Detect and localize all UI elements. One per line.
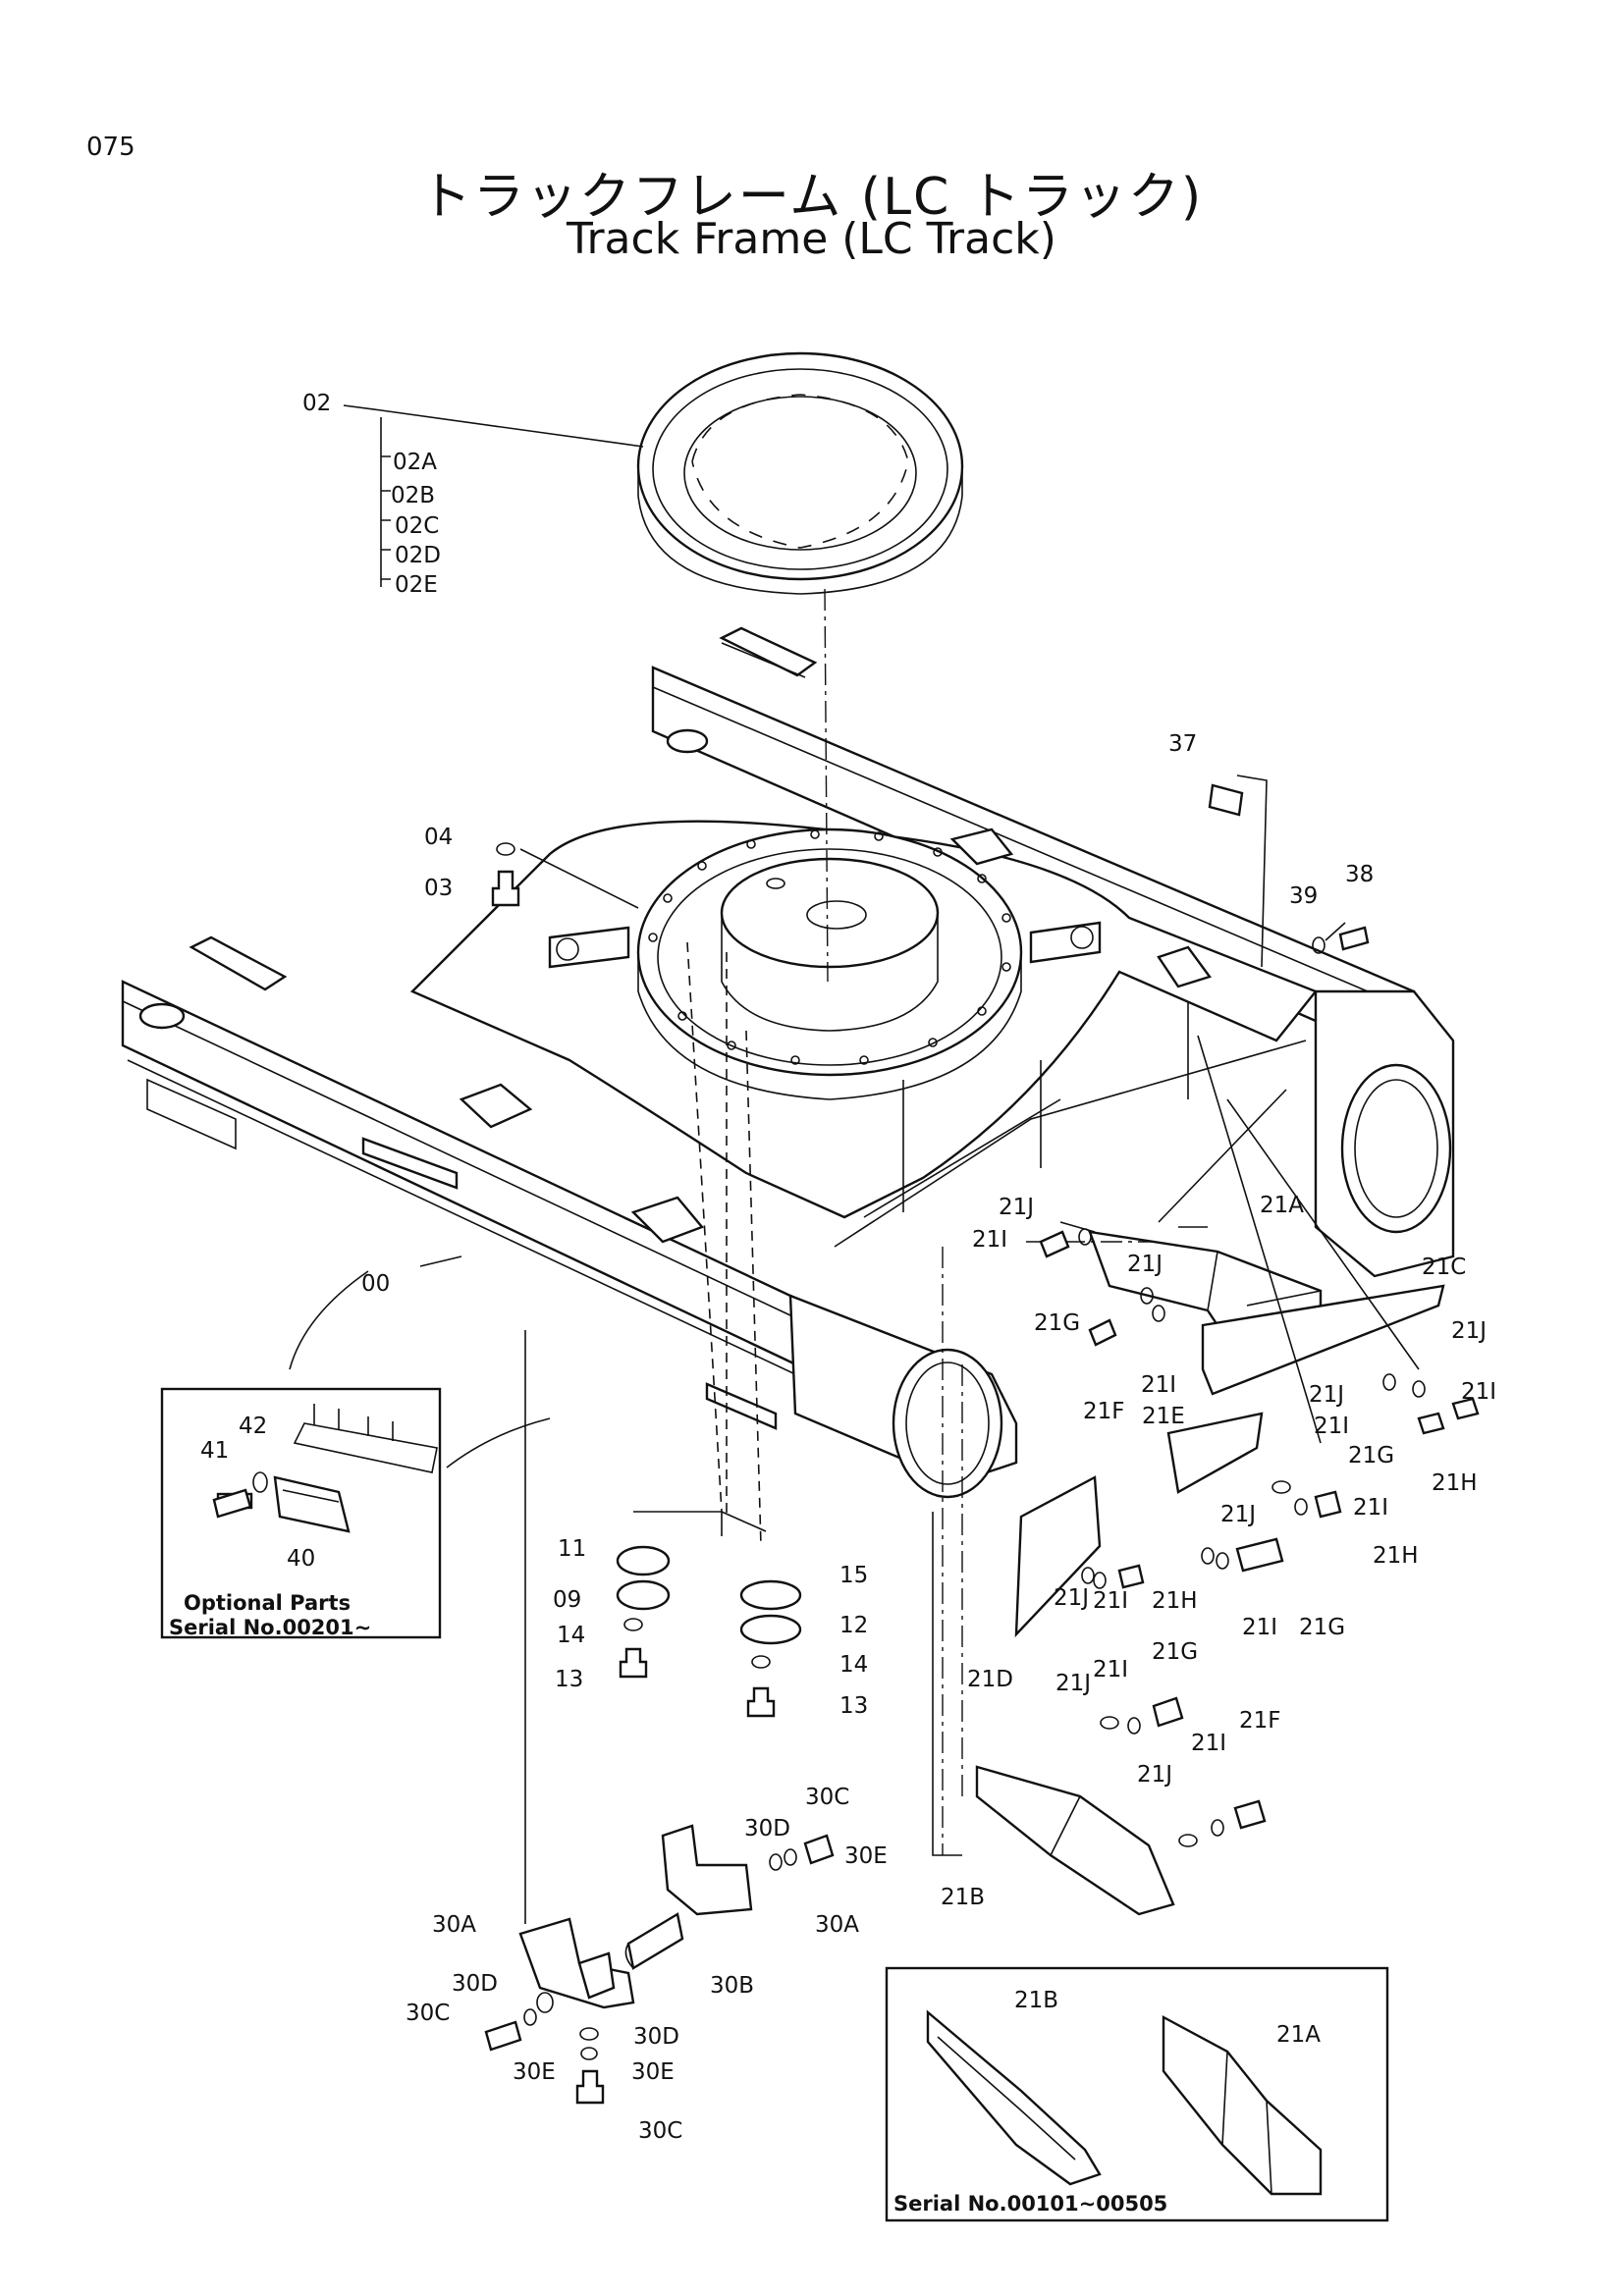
optional-parts-caption: Optional Parts bbox=[184, 1591, 351, 1615]
label-21e: 21E bbox=[1142, 1404, 1185, 1429]
label-30e-c: 30E bbox=[631, 2059, 675, 2085]
label-30c-a: 30C bbox=[805, 1785, 849, 1810]
label-21g-c: 21G bbox=[1299, 1615, 1345, 1640]
label-21i-g: 21I bbox=[1242, 1615, 1277, 1640]
label-14b: 14 bbox=[839, 1652, 868, 1678]
label-21j-c: 21J bbox=[1451, 1318, 1487, 1344]
label-39: 39 bbox=[1289, 883, 1318, 909]
label-21j-a: 21J bbox=[999, 1195, 1034, 1220]
label-42: 42 bbox=[239, 1414, 267, 1439]
label-21j-b: 21J bbox=[1127, 1252, 1163, 1277]
label-30e-b: 30E bbox=[513, 2059, 556, 2085]
label-21f-a: 21F bbox=[1083, 1399, 1125, 1424]
label-30d-a: 30D bbox=[744, 1816, 790, 1842]
inset-label-21a: 21A bbox=[1276, 2022, 1321, 2048]
label-13a: 13 bbox=[555, 1667, 583, 1692]
label-21i-h: 21I bbox=[1093, 1657, 1128, 1682]
label-21g-a: 21G bbox=[1034, 1310, 1080, 1336]
label-21i-f: 21I bbox=[1093, 1588, 1128, 1614]
label-37: 37 bbox=[1168, 731, 1197, 757]
leader-lines bbox=[343, 404, 1346, 1924]
label-21b: 21B bbox=[941, 1885, 985, 1910]
swing-bearing-02 bbox=[636, 351, 964, 595]
label-11: 11 bbox=[558, 1536, 586, 1562]
serial-inset: Serial No.00101∼00505 bbox=[885, 1966, 1389, 2222]
label-40: 40 bbox=[287, 1546, 315, 1572]
label-21j-e: 21J bbox=[1220, 1502, 1256, 1527]
label-14a: 14 bbox=[557, 1623, 585, 1648]
label-09: 09 bbox=[553, 1587, 581, 1613]
label-21i-c: 21I bbox=[1461, 1379, 1496, 1405]
label-21h-a: 21H bbox=[1432, 1470, 1478, 1496]
label-13b: 13 bbox=[839, 1693, 868, 1719]
label-00: 00 bbox=[361, 1271, 390, 1297]
track-frame-body-00 bbox=[121, 588, 1455, 1499]
inset-label-21b: 21B bbox=[1014, 1988, 1058, 2013]
label-15: 15 bbox=[839, 1563, 868, 1588]
label-21i-d: 21I bbox=[1314, 1414, 1349, 1439]
label-02e: 02E bbox=[395, 572, 438, 598]
label-21i-e: 21I bbox=[1353, 1495, 1388, 1521]
deck-bolt-holes bbox=[648, 829, 1011, 1065]
label-21i-a: 21I bbox=[972, 1227, 1007, 1253]
part-labels: 02 02A 02B 02C 02D 02E 04 03 37 38 39 00… bbox=[200, 391, 1496, 2144]
label-21g-b: 21G bbox=[1348, 1443, 1394, 1468]
label-21h-c: 21H bbox=[1152, 1588, 1198, 1614]
label-02d: 02D bbox=[395, 543, 441, 568]
label-21g-d: 21G bbox=[1152, 1639, 1198, 1665]
label-21f-b: 21F bbox=[1239, 1708, 1281, 1734]
label-30e-a: 30E bbox=[844, 1843, 888, 1869]
optional-serial-caption: Serial No.00201∼ bbox=[169, 1616, 371, 1639]
label-21j-d: 21J bbox=[1309, 1382, 1344, 1408]
label-21j-g: 21J bbox=[1055, 1671, 1091, 1696]
label-41: 41 bbox=[200, 1438, 229, 1464]
label-03: 03 bbox=[424, 876, 453, 901]
label-04: 04 bbox=[424, 825, 453, 850]
label-30a-b: 30A bbox=[432, 1912, 476, 1938]
label-30c-b: 30C bbox=[406, 2001, 450, 2026]
title-japanese: トラックフレーム (LC トラック) bbox=[419, 168, 1204, 227]
label-21c: 21C bbox=[1422, 1255, 1466, 1280]
label-30d-b: 30D bbox=[452, 1971, 498, 1997]
fasteners bbox=[212, 783, 1480, 2105]
guard-assembly-21 bbox=[942, 1035, 1445, 1916]
label-30c-c: 30C bbox=[638, 2118, 682, 2144]
label-21j-f: 21J bbox=[1054, 1585, 1089, 1611]
label-30a-a: 30A bbox=[815, 1912, 859, 1938]
label-21a: 21A bbox=[1260, 1193, 1304, 1218]
label-12: 12 bbox=[839, 1613, 868, 1638]
label-02c: 02C bbox=[395, 513, 439, 539]
label-21i-b: 21I bbox=[1141, 1372, 1176, 1398]
serial-range-caption: Serial No.00101∼00505 bbox=[893, 2192, 1167, 2216]
page-number: 075 bbox=[86, 133, 135, 162]
label-21i-i: 21I bbox=[1191, 1731, 1226, 1756]
label-02a: 02A bbox=[393, 450, 437, 475]
label-30b: 30B bbox=[710, 1973, 754, 1999]
label-21h-b: 21H bbox=[1373, 1543, 1419, 1569]
optional-parts-inset: Optional Parts Serial No.00201∼ bbox=[160, 1270, 551, 1639]
label-30d-c: 30D bbox=[633, 2024, 679, 2050]
label-21j-h: 21J bbox=[1137, 1762, 1172, 1788]
label-02: 02 bbox=[302, 391, 331, 416]
label-02b: 02B bbox=[391, 483, 435, 508]
label-38: 38 bbox=[1345, 862, 1374, 887]
title-english: Track Frame (LC Track) bbox=[567, 214, 1056, 264]
label-21d: 21D bbox=[967, 1667, 1013, 1692]
